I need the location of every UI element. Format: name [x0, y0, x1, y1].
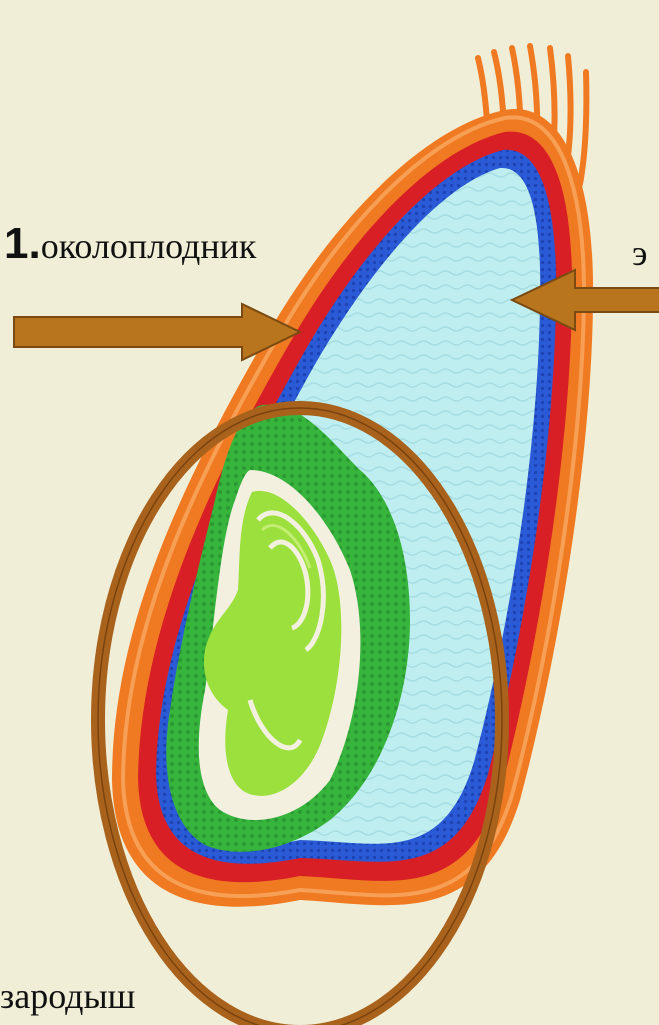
pericarp-label-text: околоплодник: [41, 226, 257, 266]
pericarp-label: 1.околоплодник: [4, 222, 256, 266]
embryo-label: зародыш: [0, 978, 135, 1014]
pericarp-arrow: [14, 304, 300, 360]
endosperm-label: э: [632, 235, 647, 271]
pericarp-label-number: 1.: [4, 219, 41, 268]
